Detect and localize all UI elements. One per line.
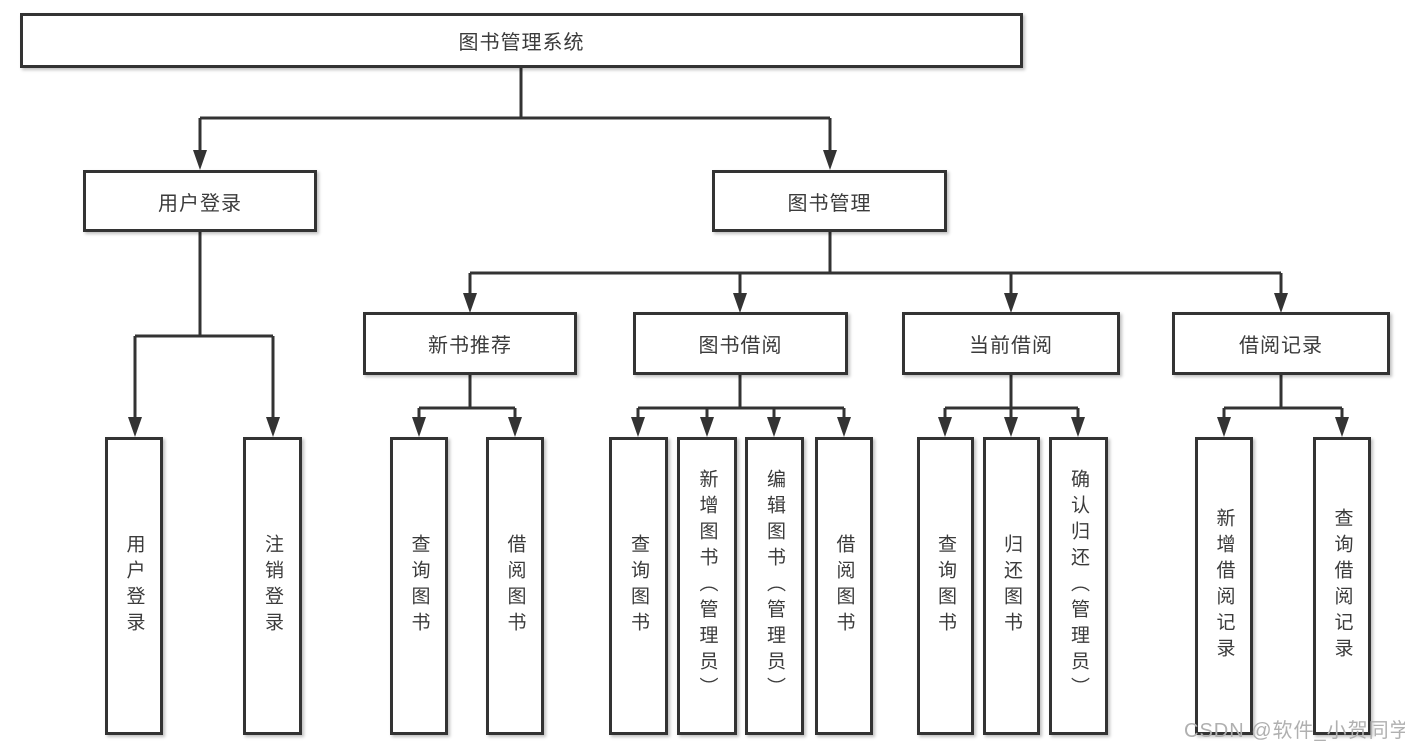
leaf-label: 用户登录 — [123, 534, 145, 638]
node-library-management-system: 图书管理系统 — [20, 13, 1023, 68]
leaf-logout: 注销登录 — [243, 437, 302, 735]
node-book-borrow: 图书借阅 — [633, 312, 848, 375]
node-user-login: 用户登录 — [83, 170, 317, 232]
leaf-edit-book-admin: 编辑图书（管理员） — [745, 437, 804, 735]
node-current-borrow: 当前借阅 — [902, 312, 1120, 375]
leaf-label: 注销登录 — [262, 534, 283, 638]
leaf-label: 借阅图书 — [833, 534, 855, 638]
leaf-label: 查询图书 — [408, 534, 430, 638]
leaf-query-books-2: 查询图书 — [609, 437, 668, 735]
node-book-management: 图书管理 — [712, 170, 947, 232]
leaf-label: 借阅图书 — [504, 534, 526, 638]
leaf-label: 查询图书 — [628, 534, 649, 638]
leaf-query-books-1: 查询图书 — [390, 437, 448, 735]
leaf-add-book-admin: 新增图书（管理员） — [677, 437, 737, 735]
node-borrow-records: 借阅记录 — [1172, 312, 1390, 375]
leaf-label: 查询借阅记录 — [1331, 508, 1353, 664]
node-new-book-recommend: 新书推荐 — [363, 312, 577, 375]
leaf-query-books-3: 查询图书 — [917, 437, 974, 735]
leaf-label: 归还图书 — [1001, 534, 1022, 638]
leaf-label: 新增借阅记录 — [1213, 508, 1235, 664]
leaf-add-borrow-record: 新增借阅记录 — [1195, 437, 1253, 735]
watermark: CSDN @软件_小贺同学 — [1184, 720, 1405, 742]
leaf-query-borrow-record: 查询借阅记录 — [1313, 437, 1371, 735]
leaf-borrow-books-2: 借阅图书 — [815, 437, 873, 735]
leaf-confirm-return-admin: 确认归还（管理员） — [1049, 437, 1108, 735]
leaf-label: 编辑图书（管理员） — [764, 469, 785, 703]
leaf-label: 查询图书 — [935, 534, 956, 638]
leaf-label: 新增图书（管理员） — [696, 469, 718, 703]
leaf-user-login: 用户登录 — [105, 437, 163, 735]
leaf-return-books: 归还图书 — [983, 437, 1040, 735]
leaf-label: 确认归还（管理员） — [1068, 469, 1089, 703]
leaf-borrow-books-1: 借阅图书 — [486, 437, 544, 735]
